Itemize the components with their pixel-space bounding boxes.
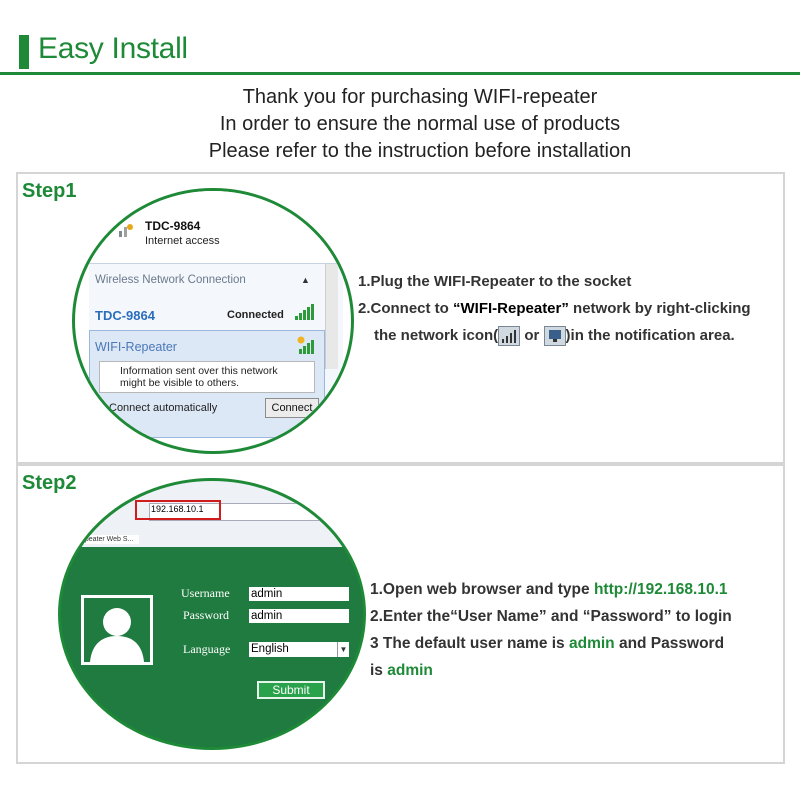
network-item-tdc[interactable]: TDC-9864 bbox=[95, 308, 155, 323]
network-status-icon bbox=[119, 224, 133, 237]
step1-line-2: 2.Connect to “WIFI-Repeater” network by … bbox=[358, 300, 751, 317]
step1-line-3: the network icon( or )in the notificatio… bbox=[358, 322, 778, 349]
intro-line-2: In order to ensure the normal use of pro… bbox=[219, 113, 621, 135]
dropdown-arrow-icon[interactable]: ▼ bbox=[337, 642, 349, 657]
login-panel: Username admin Password admin Language E… bbox=[61, 547, 363, 747]
password-input[interactable]: admin bbox=[249, 609, 349, 623]
step1-instructions: 1.Plug the WIFI-Repeater to the socket 2… bbox=[358, 268, 778, 349]
wired-network-tray-icon bbox=[543, 326, 566, 347]
warning-line-2: might be visible to others. bbox=[120, 377, 240, 389]
step1-wifi-popup-image: TDC-9864 Internet access Wireless Networ… bbox=[72, 188, 354, 454]
username-label: Username bbox=[181, 586, 230, 600]
list-scrollbar[interactable] bbox=[325, 264, 338, 369]
intro-line-3: Please refer to the instruction before i… bbox=[208, 140, 632, 162]
address-highlight bbox=[135, 500, 221, 520]
open-network-signal-icon bbox=[297, 336, 314, 354]
collapse-icon[interactable]: ▲ bbox=[301, 275, 310, 285]
user-avatar-icon bbox=[81, 595, 153, 665]
wifi-network-list: Wireless Network Connection ▲ TDC-9864 C… bbox=[89, 263, 343, 438]
current-network-name: TDC-9864 bbox=[145, 219, 201, 233]
address-text[interactable]: 192.168.10.1 bbox=[151, 504, 204, 514]
submit-button[interactable]: Submit bbox=[257, 681, 325, 699]
step2-line-4: is admin bbox=[370, 662, 433, 679]
browser-tab[interactable]: epeater Web S... bbox=[75, 535, 140, 544]
password-label: Password bbox=[183, 608, 230, 622]
language-select[interactable]: English ▼ bbox=[249, 642, 349, 657]
header-divider bbox=[0, 72, 800, 75]
step2-line-3: 3 The default user name is admin and Pas… bbox=[370, 635, 725, 652]
connect-automatically-label: Connect automatically bbox=[109, 402, 218, 414]
step2-line-2: 2.Enter the“User Name” and “Password” to… bbox=[370, 608, 732, 625]
step1-line-1: 1.Plug the WIFI-Repeater to the socket bbox=[358, 273, 632, 290]
current-network-area: TDC-9864 Internet access bbox=[75, 191, 351, 265]
wireless-section-header[interactable]: Wireless Network Connection bbox=[95, 274, 246, 286]
warning-line-1: Information sent over this network bbox=[120, 365, 278, 377]
header: Easy Install bbox=[0, 0, 800, 76]
connect-button[interactable]: Connect bbox=[265, 398, 319, 418]
intro-line-1: Thank you for purchasing WIFI-repeater bbox=[242, 86, 598, 108]
address-bar[interactable] bbox=[149, 503, 363, 521]
browser-chrome: 192.168.10.1 epeater Web S... bbox=[61, 481, 363, 547]
language-value: English bbox=[251, 643, 289, 655]
current-network-status: Internet access bbox=[145, 235, 220, 247]
language-label: Language bbox=[183, 642, 231, 656]
header-accent-bar bbox=[19, 35, 29, 69]
network-item-wifi-repeater-label[interactable]: WIFI-Repeater bbox=[95, 340, 177, 354]
step2-panel: Step2 192.168.10.1 epeater Web S... User… bbox=[16, 464, 785, 764]
security-warning: Information sent over this network might… bbox=[99, 361, 315, 393]
step1-label: Step1 bbox=[22, 180, 77, 202]
signal-strength-icon bbox=[295, 304, 314, 320]
step1-panel: Step1 TDC-9864 Internet access Wireless … bbox=[16, 172, 785, 464]
page-title: Easy Install bbox=[38, 32, 188, 65]
step2-instructions: 1.Open web browser and type http://192.1… bbox=[370, 576, 780, 684]
connect-automatically-option[interactable]: Connect automatically bbox=[93, 402, 217, 414]
step2-line-1: 1.Open web browser and type http://192.1… bbox=[370, 581, 728, 598]
wifi-tray-icon bbox=[498, 326, 521, 347]
intro-text: Thank you for purchasing WIFI-repeater I… bbox=[0, 84, 800, 165]
network-connected-status: Connected bbox=[227, 309, 284, 321]
step2-login-image: 192.168.10.1 epeater Web S... Username a… bbox=[58, 478, 366, 750]
username-input[interactable]: admin bbox=[249, 587, 349, 601]
connect-automatically-checkbox[interactable] bbox=[93, 402, 104, 414]
